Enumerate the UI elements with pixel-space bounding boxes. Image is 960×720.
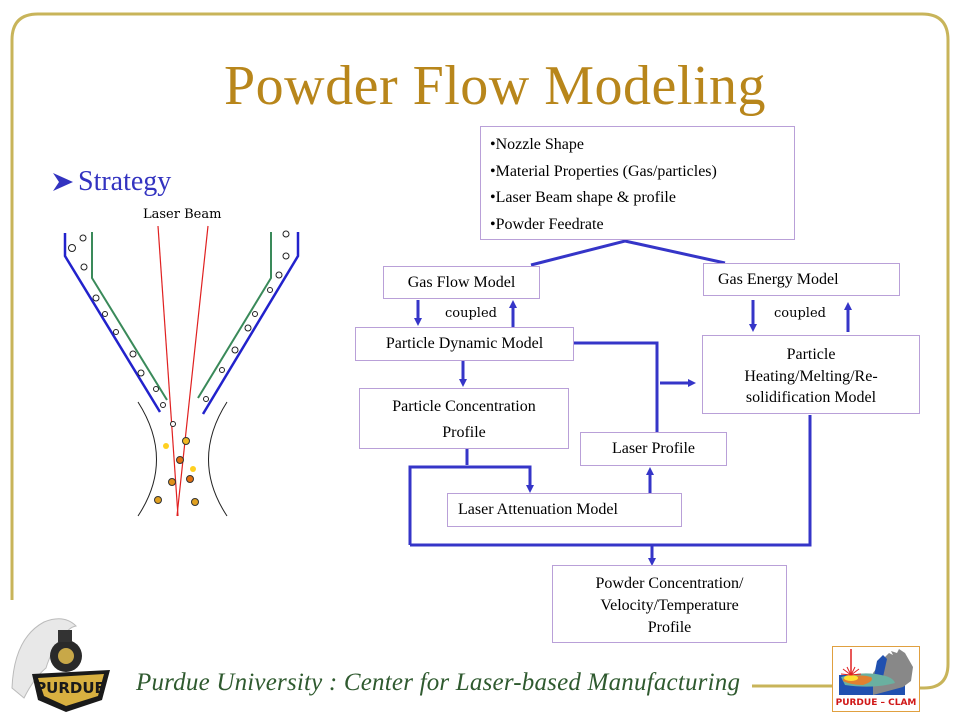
heating-model-line: Particle bbox=[786, 346, 836, 363]
arrowhead-bullet-icon bbox=[53, 173, 73, 191]
laser-beam-line-left bbox=[157, 225, 179, 517]
heating-model-line: Heating/Melting/Re- bbox=[744, 367, 878, 385]
nozzle-outer-wall-left bbox=[63, 233, 162, 413]
inputs-box: •Nozzle Shape •Material Properties (Gas/… bbox=[480, 126, 795, 240]
nozzle-outer-wall-right bbox=[201, 232, 300, 415]
laser-profile-box: Laser Profile bbox=[580, 432, 727, 466]
powder-particles bbox=[68, 230, 290, 427]
gas-flow-model-label: Gas Flow Model bbox=[407, 274, 516, 291]
gas-energy-model-box: Gas Energy Model bbox=[703, 263, 900, 296]
heating-model-line: solidification Model bbox=[745, 389, 877, 406]
laser-beam-label: Laser Beam bbox=[143, 207, 222, 222]
connector-loop-left bbox=[408, 465, 534, 545]
laser-attenuation-model-box: Laser Attenuation Model bbox=[447, 493, 682, 527]
output-profile-line: Velocity/Temperature bbox=[600, 597, 739, 614]
gas-energy-model-label: Gas Energy Model bbox=[718, 271, 839, 288]
clam-logo-text: PURDUE – CLAM bbox=[835, 698, 917, 708]
nozzle-inner-wall-left bbox=[91, 232, 168, 401]
heated-particles bbox=[154, 437, 199, 506]
nozzle-diagram bbox=[63, 225, 300, 517]
input-item: •Laser Beam shape & profile bbox=[490, 189, 676, 206]
input-item: •Powder Feedrate bbox=[490, 215, 604, 233]
strategy-label: Strategy bbox=[78, 166, 172, 197]
clam-laser-graphic bbox=[839, 649, 913, 695]
particle-concentration-profile-box: Particle Concentration Profile bbox=[359, 388, 569, 449]
laser-beam-line-right bbox=[176, 225, 209, 517]
laser-attenuation-model-label: Laser Attenuation Model bbox=[458, 501, 618, 518]
concentration-profile-line: Profile bbox=[442, 424, 486, 441]
coupled-label-right: coupled bbox=[774, 306, 826, 321]
purdue-train-logo: PURDUE bbox=[11, 618, 110, 712]
powder-stream-boundary-right bbox=[208, 401, 228, 517]
input-item: •Material Properties (Gas/particles) bbox=[490, 162, 717, 180]
laser-profile-label: Laser Profile bbox=[611, 440, 696, 457]
output-profile-line: Profile bbox=[647, 619, 692, 636]
connector-bottom-bus bbox=[410, 415, 812, 547]
strategy-heading: Strategy bbox=[52, 166, 171, 198]
output-profile-box: Powder Concentration/ Velocity/Temperatu… bbox=[552, 565, 787, 643]
slide-title: Powder Flow Modeling bbox=[224, 55, 766, 117]
gas-flow-model-box: Gas Flow Model bbox=[383, 266, 540, 299]
powder-stream-boundary-left bbox=[137, 401, 157, 517]
coupled-label-left: coupled bbox=[445, 306, 497, 321]
footer-text: Purdue University : Center for Laser-bas… bbox=[136, 669, 741, 696]
particle-heating-model-box: Particle Heating/Melting/Re- solidificat… bbox=[702, 335, 920, 414]
concentration-profile-line: Particle Concentration bbox=[392, 398, 536, 415]
particle-dynamic-model-label: Particle Dynamic Model bbox=[385, 335, 544, 352]
purdue-logo-text: PURDUE bbox=[35, 679, 105, 697]
particle-dynamic-model-box: Particle Dynamic Model bbox=[355, 327, 574, 361]
connector-inputs-to-gas-models bbox=[530, 239, 726, 267]
output-profile-line: Powder Concentration/ bbox=[595, 575, 744, 592]
input-item: •Nozzle Shape bbox=[490, 136, 585, 153]
nozzle-inner-wall-right bbox=[197, 232, 272, 399]
connector-particledynamic-to-laserprofile bbox=[574, 341, 659, 432]
purdue-clam-logo: PURDUE – CLAM bbox=[832, 646, 920, 712]
